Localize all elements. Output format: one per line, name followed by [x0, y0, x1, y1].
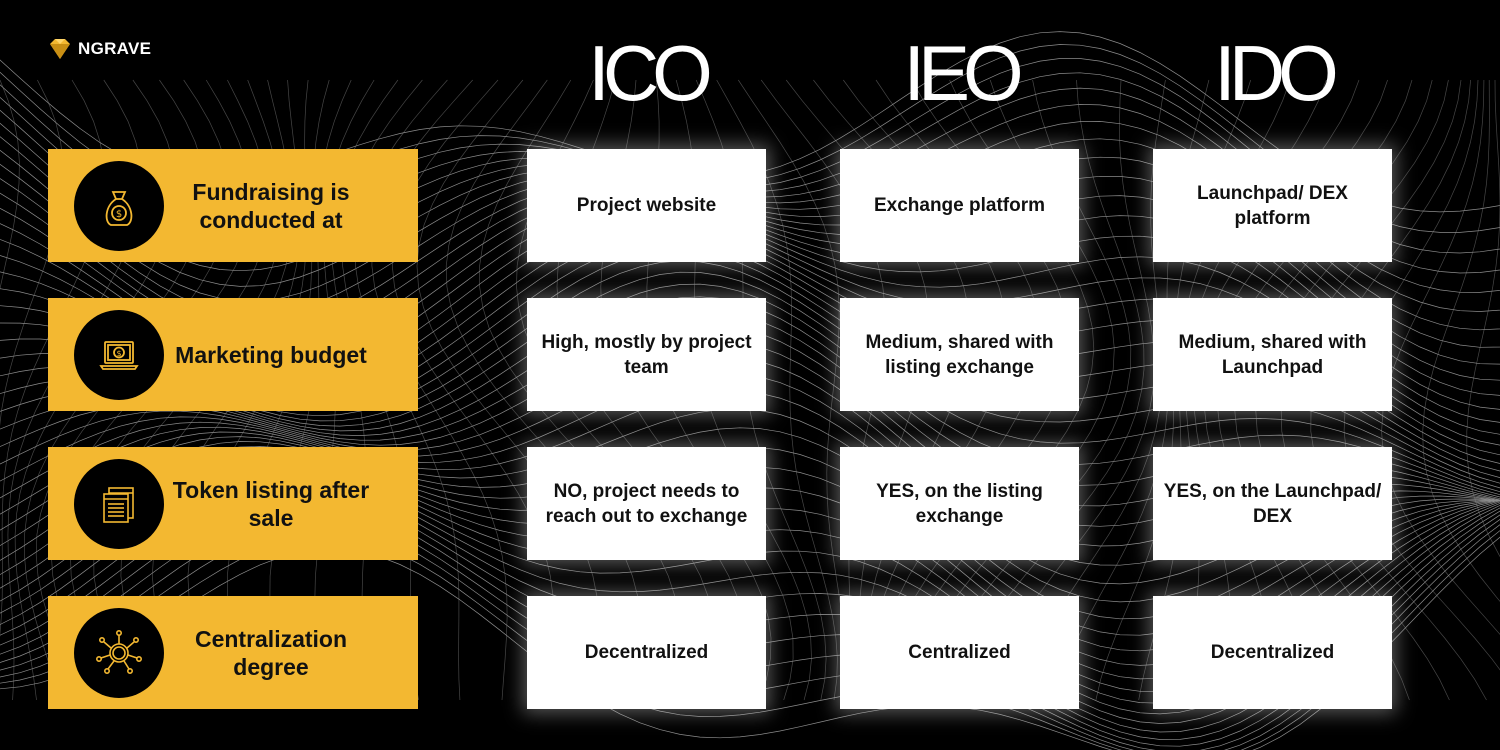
cell-ico-listing: NO, project needs to reach out to exchan… [527, 447, 766, 560]
column-header-ieo: IEO [903, 29, 1023, 117]
row-label-text: Fundraising is conducted at [192, 178, 350, 233]
row-label-marketing: $ Marketing budget [48, 298, 418, 411]
cell-ido-fundraising: Launchpad/ DEX platform [1153, 149, 1392, 262]
brand-logo: NGRAVE [48, 38, 151, 60]
cell-ido-centralization: Decentralized [1153, 596, 1392, 709]
network-hub-icon [74, 607, 164, 698]
cell-ico-fundraising: Project website [527, 149, 766, 262]
cell-ieo-listing: YES, on the listing exchange [840, 447, 1079, 560]
brand-name: NGRAVE [78, 39, 152, 58]
row-label-text: Centralization degree [194, 625, 348, 680]
cell-ieo-centralization: Centralized [840, 596, 1079, 709]
cell-ieo-fundraising: Exchange platform [840, 149, 1079, 262]
laptop-dollar-icon: $ [74, 309, 164, 400]
cell-ido-marketing: Medium, shared with Launchpad [1153, 298, 1392, 411]
row-label-listing: Token listing after sale [48, 447, 418, 560]
diamond-logo-icon [50, 39, 70, 59]
cell-ido-listing: YES, on the Launchpad/ DEX [1153, 447, 1392, 560]
svg-text:$: $ [116, 209, 122, 220]
listing-window-icon [74, 458, 164, 549]
row-label-fundraising: $ Fundraising is conducted at [48, 149, 418, 262]
cell-ico-centralization: Decentralized [527, 596, 766, 709]
cell-ico-marketing: High, mostly by project team [527, 298, 766, 411]
svg-text:$: $ [116, 349, 121, 358]
column-header-ico: ICO [588, 29, 713, 117]
row-label-text: Marketing budget [175, 341, 367, 368]
row-label-centralization: Centralization degree [48, 596, 418, 709]
row-label-text: Token listing after sale [172, 476, 370, 531]
money-bag-icon: $ [74, 160, 164, 251]
cell-ieo-marketing: Medium, shared with listing exchange [840, 298, 1079, 411]
column-header-ido: IDO [1214, 29, 1339, 117]
